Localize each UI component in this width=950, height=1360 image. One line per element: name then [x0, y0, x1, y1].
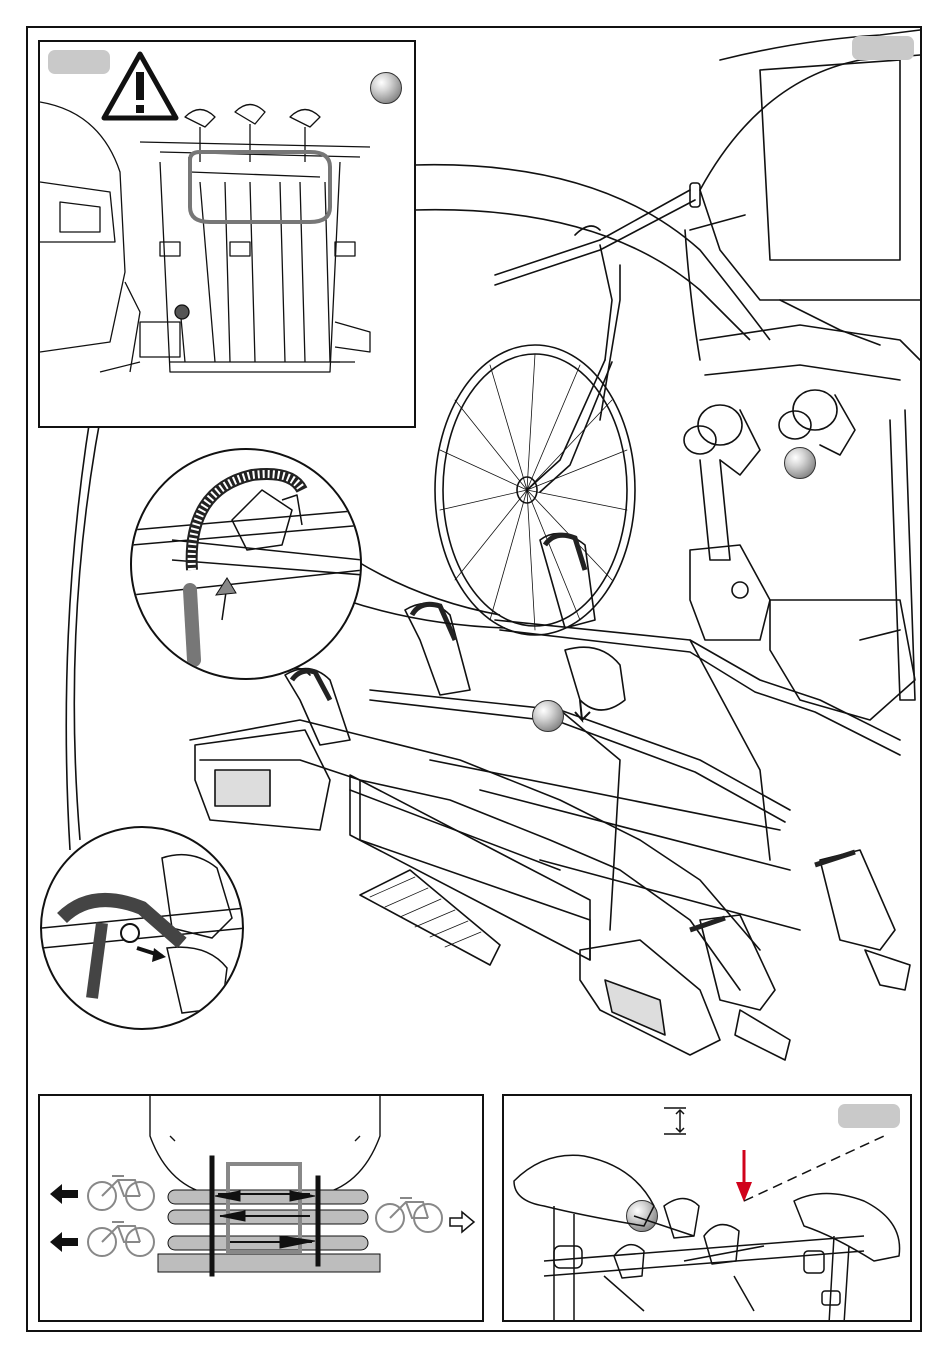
inset-panel-loading-diagram	[38, 1094, 484, 1322]
inset-panel-top-left	[38, 40, 416, 428]
step-tag-main	[852, 36, 914, 60]
strap-detail-illustration	[132, 450, 362, 680]
marker-ball-top-clamp	[784, 447, 816, 479]
clamp-detail-illustration	[504, 1096, 912, 1322]
marker-ball-handle	[532, 700, 564, 732]
inset-circle-hand	[40, 826, 244, 1030]
hand-strap-illustration	[42, 828, 244, 1030]
loading-diagram	[40, 1096, 484, 1322]
inset-carrier-rear-view	[40, 42, 416, 428]
inset-circle-strap	[130, 448, 362, 680]
inset-panel-clamp-detail	[502, 1094, 912, 1322]
